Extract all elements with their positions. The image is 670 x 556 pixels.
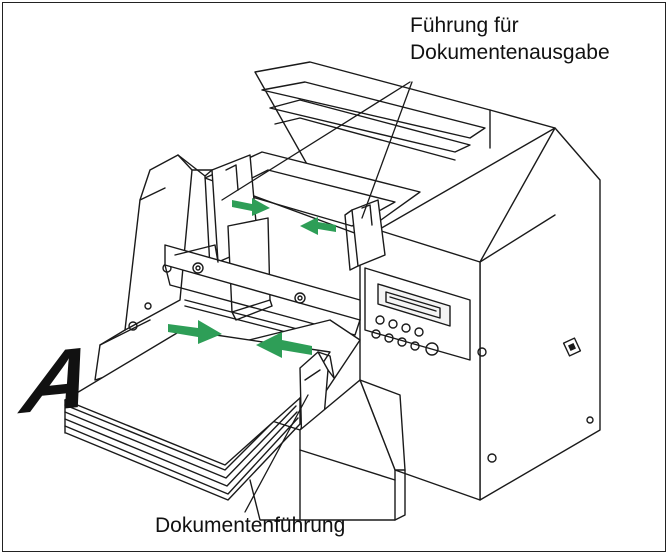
output-guide-arrow-left — [300, 217, 336, 235]
callout-left-output-guide — [221, 81, 411, 201]
output-guide-label-line1: Führung für — [410, 14, 519, 37]
control-panel — [364, 267, 471, 361]
document-guide-label: Dokumentenführung — [155, 514, 346, 537]
output-guide-label: Führung für Dokumentenausgabe — [410, 12, 610, 66]
paper-letter-a: A — [13, 328, 102, 433]
callout-right-output-guide — [361, 81, 413, 219]
output-guide-label-line2: Dokumentenausgabe — [410, 41, 610, 64]
guide-arrows — [168, 198, 336, 358]
callout-lines — [221, 81, 413, 513]
callout-document-guide — [244, 394, 309, 513]
output-guide-arrow-right — [232, 198, 270, 216]
document-guide-arrow-left — [256, 332, 312, 358]
front-lower-block — [249, 379, 406, 521]
document-guide-arrow-right — [168, 320, 222, 344]
output-tray — [204, 151, 421, 321]
